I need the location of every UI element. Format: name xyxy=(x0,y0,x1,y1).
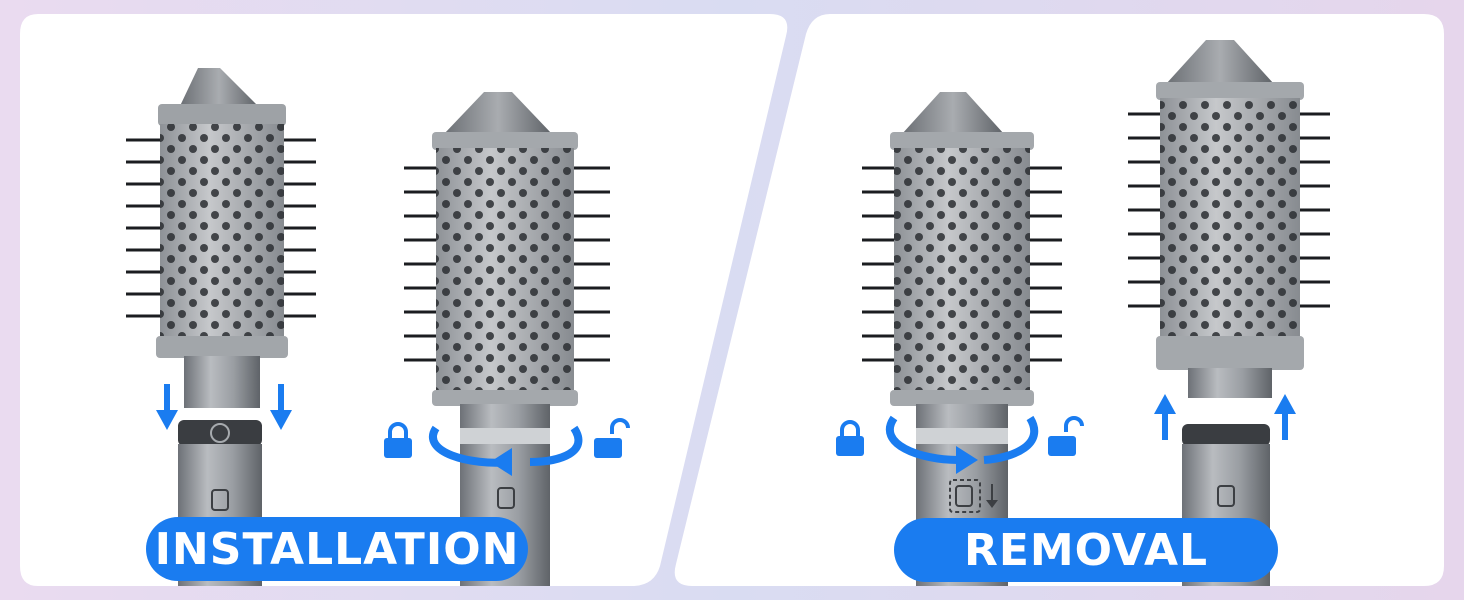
removal-label: REMOVAL xyxy=(894,518,1278,582)
lock-icon xyxy=(384,422,412,458)
installation-label: INSTALLATION xyxy=(146,517,528,581)
arrow-up-icon xyxy=(1154,394,1296,440)
brush-attachment-removed xyxy=(1128,40,1330,398)
unlock-icon xyxy=(1048,416,1084,456)
button-icon xyxy=(211,489,229,511)
button-icon xyxy=(955,485,973,507)
brush-attachment-detached xyxy=(126,68,316,408)
installation-panel xyxy=(20,14,788,586)
button-icon xyxy=(497,487,515,509)
unlock-icon xyxy=(594,418,630,458)
brush-attachment-attached xyxy=(404,92,610,586)
brush-attachment-attached xyxy=(862,92,1062,586)
rotate-arrow-icon xyxy=(885,415,959,464)
arrow-down-icon xyxy=(156,384,292,430)
button-icon xyxy=(1217,485,1235,507)
removal-panel xyxy=(674,14,1444,586)
lock-icon xyxy=(836,420,864,456)
